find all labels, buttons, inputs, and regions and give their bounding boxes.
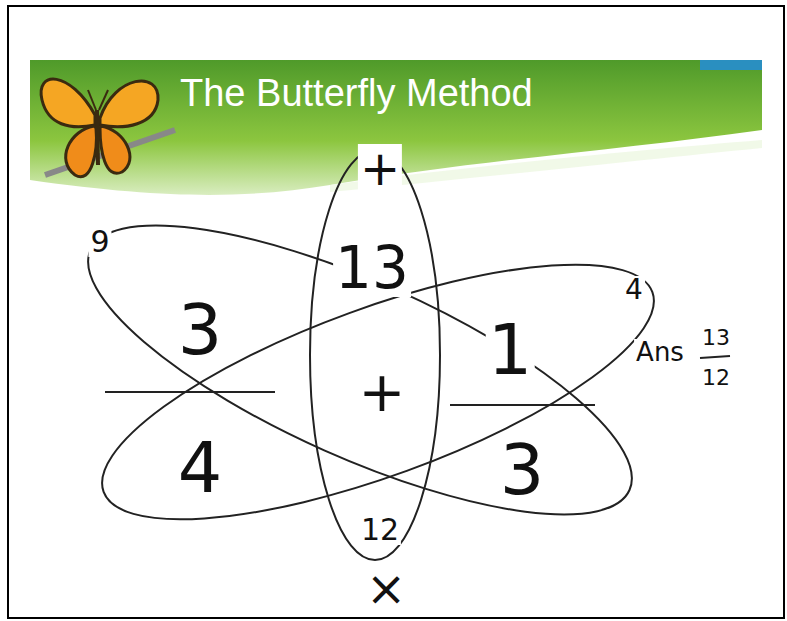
fraction-bar <box>450 404 595 406</box>
handwritten-label: 3 <box>498 435 547 505</box>
handwritten-label: Ans <box>634 339 686 365</box>
handwritten-label: 12 <box>359 515 401 545</box>
fraction-bar <box>700 356 730 358</box>
handwritten-label: 4 <box>623 276 645 304</box>
handwritten-label: 4 <box>176 433 225 503</box>
handwritten-label: 13 <box>700 327 732 349</box>
handwritten-label: 1 <box>486 315 535 385</box>
handwritten-label: 12 <box>700 367 732 389</box>
header-swoosh <box>30 60 762 195</box>
handwritten-strokes <box>55 150 730 571</box>
handwritten-label: 9 <box>88 227 111 257</box>
right-wing-loop <box>75 213 681 571</box>
slide-title: The Butterfly Method <box>180 72 533 115</box>
handwritten-label: 3 <box>176 295 225 365</box>
center-loop <box>310 150 440 560</box>
handwritten-label: + <box>358 144 402 192</box>
corner-bar <box>700 60 762 70</box>
handwritten-label: × <box>364 564 408 612</box>
slide-frame <box>8 6 784 618</box>
header-highlight <box>330 140 762 192</box>
fraction-bar <box>105 391 275 393</box>
butterfly-icon <box>41 79 175 177</box>
handwritten-label: 13 <box>333 239 411 297</box>
left-wing-loop <box>55 170 666 571</box>
handwritten-label: + <box>357 364 408 420</box>
